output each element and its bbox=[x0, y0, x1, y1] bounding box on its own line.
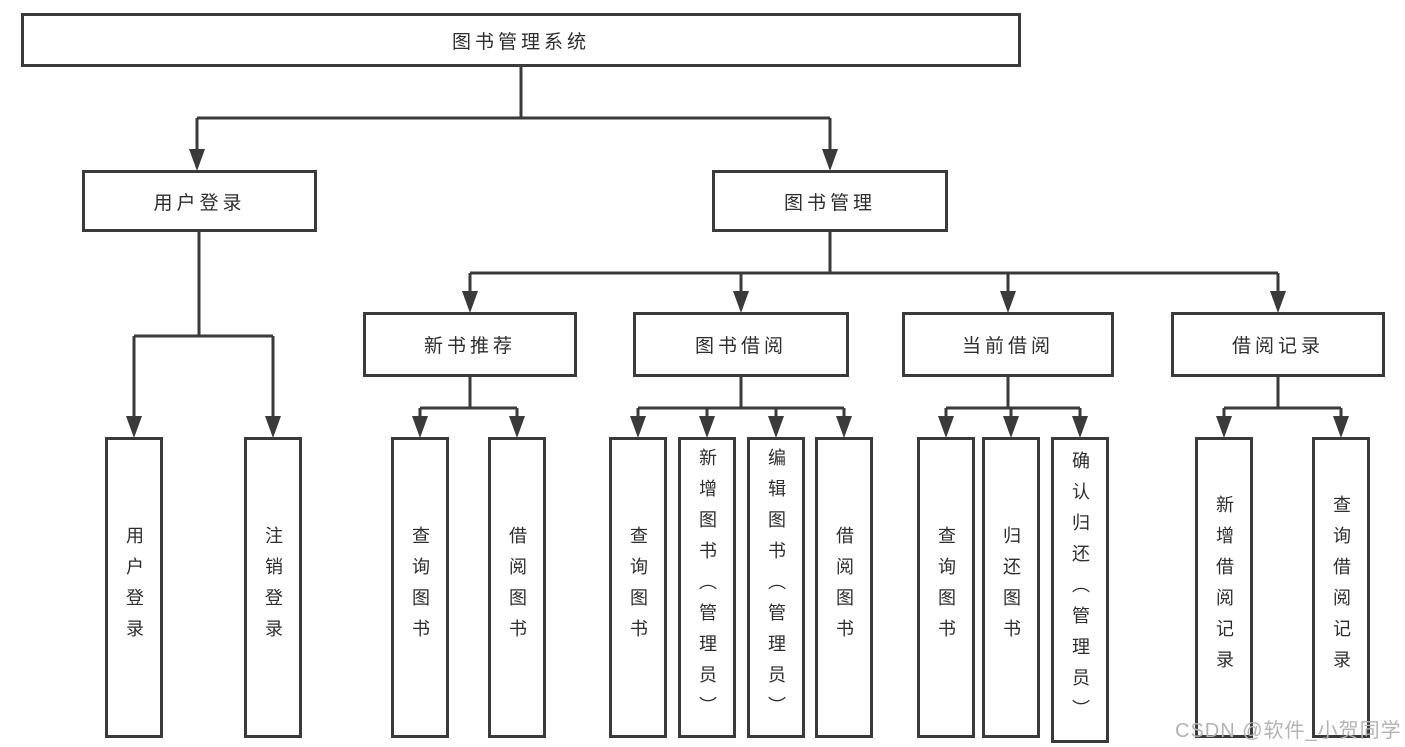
node-borrow-records: 借阅记录 bbox=[1171, 312, 1385, 377]
leaf-newbook-borrow: 借阅图书 bbox=[488, 437, 546, 738]
leaf-borrow-query: 查询图书 bbox=[609, 437, 667, 738]
leaf-records-query: 查询借阅记录 bbox=[1312, 437, 1370, 738]
node-current-borrow-label: 当前借阅 bbox=[961, 336, 1054, 357]
node-book-management: 图书管理 bbox=[712, 170, 948, 232]
node-book-borrow-label: 图书借阅 bbox=[694, 336, 787, 357]
csdn-watermark: CSDN @软件_小贺同学 bbox=[1175, 720, 1402, 742]
leaf-newbook-query-label: 查询图书 bbox=[410, 525, 430, 650]
leaf-borrow-edit-book-label: 编辑图书（管理员） bbox=[766, 448, 786, 727]
leaf-current-confirm-return-label: 确认归还（管理员） bbox=[1070, 450, 1090, 730]
leaf-records-query-label: 查询借阅记录 bbox=[1331, 494, 1351, 681]
arrowheads bbox=[126, 149, 1349, 438]
leaf-current-query-label: 查询图书 bbox=[936, 525, 956, 650]
node-new-book-recommend: 新书推荐 bbox=[363, 312, 577, 377]
node-book-management-label: 图书管理 bbox=[783, 192, 876, 214]
leaf-logout: 注销登录 bbox=[244, 437, 302, 738]
leaf-logout-label: 注销登录 bbox=[263, 525, 283, 650]
node-root: 图书管理系统 bbox=[21, 13, 1021, 67]
leaf-borrow-book-label: 借阅图书 bbox=[834, 525, 854, 650]
leaf-current-return-label: 归还图书 bbox=[1001, 525, 1021, 650]
leaf-current-return: 归还图书 bbox=[982, 437, 1040, 738]
leaf-user-login: 用户登录 bbox=[105, 437, 163, 738]
node-book-borrow: 图书借阅 bbox=[633, 312, 849, 377]
leaf-borrow-add-book: 新增图书（管理员） bbox=[678, 437, 736, 738]
node-user-login-label: 用户登录 bbox=[153, 192, 246, 214]
node-borrow-records-label: 借阅记录 bbox=[1231, 336, 1324, 357]
node-new-book-recommend-label: 新书推荐 bbox=[423, 336, 516, 357]
leaf-records-add: 新增借阅记录 bbox=[1195, 437, 1253, 738]
leaf-user-login-label: 用户登录 bbox=[124, 525, 144, 650]
leaf-current-confirm-return: 确认归还（管理员） bbox=[1051, 437, 1109, 743]
leaf-newbook-borrow-label: 借阅图书 bbox=[507, 525, 527, 650]
leaf-newbook-query: 查询图书 bbox=[391, 437, 449, 738]
node-current-borrow: 当前借阅 bbox=[902, 312, 1114, 377]
leaf-records-add-label: 新增借阅记录 bbox=[1214, 494, 1234, 681]
leaf-current-query: 查询图书 bbox=[917, 437, 975, 738]
leaf-borrow-book: 借阅图书 bbox=[815, 437, 873, 738]
node-user-login: 用户登录 bbox=[82, 170, 317, 232]
node-root-label: 图书管理系统 bbox=[451, 31, 590, 53]
leaf-borrow-add-book-label: 新增图书（管理员） bbox=[697, 448, 717, 727]
leaf-borrow-edit-book: 编辑图书（管理员） bbox=[747, 437, 805, 738]
leaf-borrow-query-label: 查询图书 bbox=[628, 525, 648, 650]
